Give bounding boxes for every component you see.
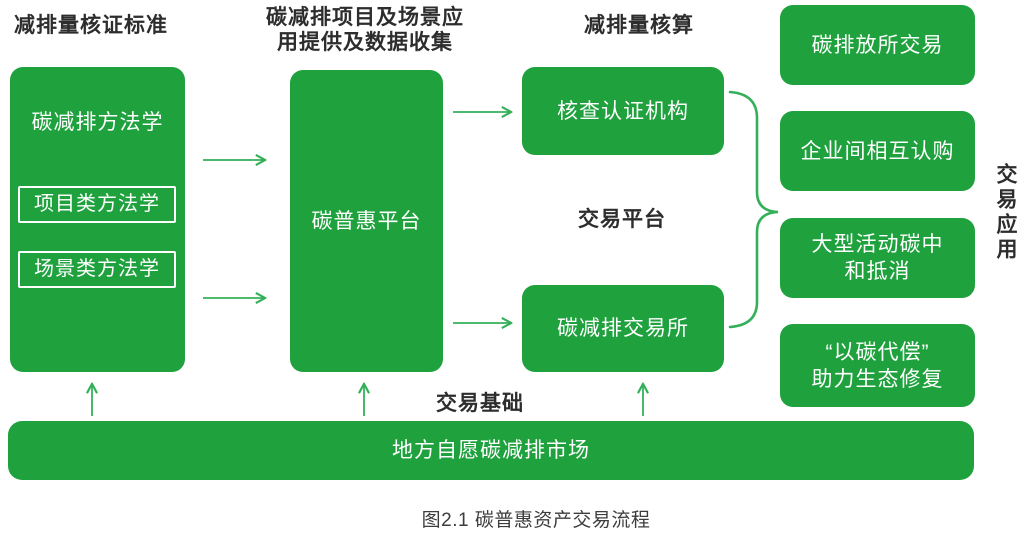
carbon-reduction-exchange-box: 碳减排交易所 [522, 285, 724, 372]
methodology-box-title: 碳减排方法学 [31, 111, 164, 134]
sub-box-scenario-methodology: 场景类方法学 [18, 251, 176, 288]
heading-project-collection: 碳减排项目及场景应 用提供及数据收集 [266, 6, 464, 54]
sub-box-project-methodology: 项目类方法学 [18, 186, 176, 223]
app-box-carbon-compensation-restoration: “以碳代偿” 助力生态修复 [780, 324, 975, 407]
carbon-inclusion-platform-box: 碳普惠平台 [290, 70, 443, 372]
heading-reduction-accounting: 减排量核算 [584, 14, 694, 37]
app-box-emission-exchange-trading: 碳排放所交易 [780, 5, 975, 85]
app-box-inter-enterprise-purchase: 企业间相互认购 [780, 111, 975, 191]
methodology-box: 碳减排方法学 项目类方法学 场景类方法学 [10, 67, 185, 372]
brace-to-applications [728, 90, 779, 329]
verification-agency-box: 核查认证机构 [522, 67, 724, 155]
app-box-event-carbon-neutral-offset: 大型活动碳中 和抵消 [780, 218, 975, 298]
heading-verification-standard: 减排量核证标准 [14, 14, 168, 37]
label-trading-application: 交易应用 [994, 163, 1017, 263]
label-trading-basis: 交易基础 [436, 392, 524, 415]
figure-caption: 图2.1 碳普惠资产交易流程 [421, 510, 651, 531]
voluntary-market-bar: 地方自愿碳减排市场 [8, 421, 974, 480]
label-trading-platform: 交易平台 [578, 208, 666, 231]
